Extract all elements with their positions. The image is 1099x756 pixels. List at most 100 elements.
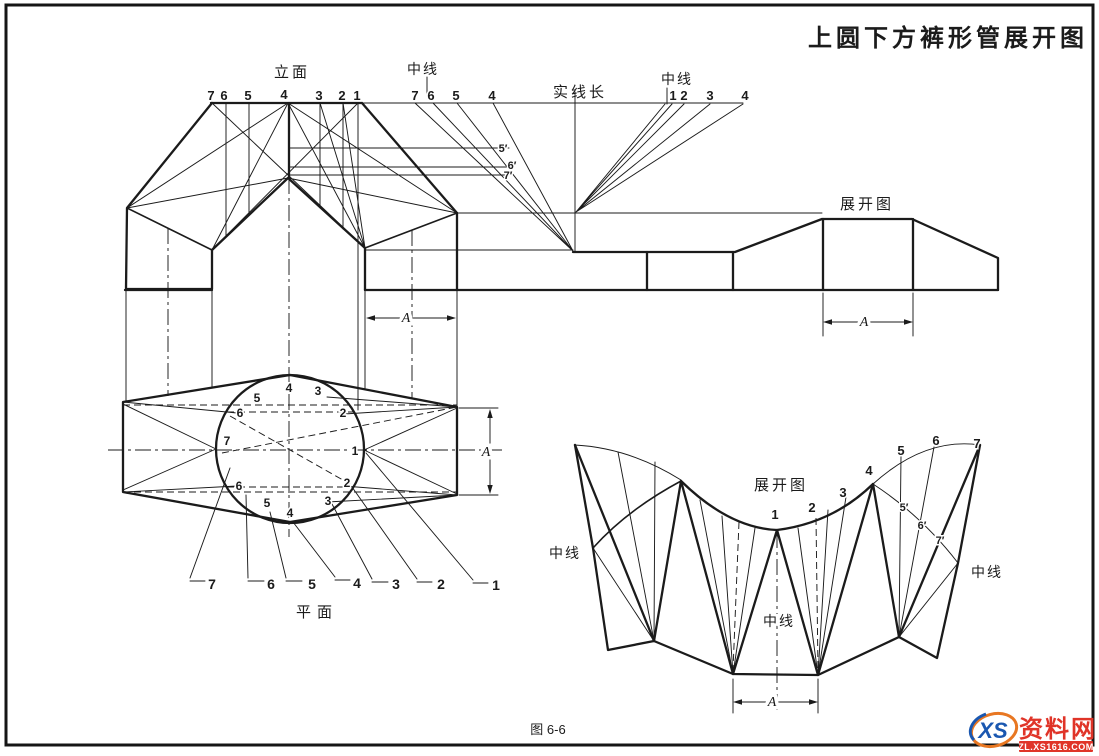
dim-ext-upper (822, 292, 914, 337)
plan-leader-4: 4 (353, 575, 361, 591)
elevation-label: 立面 (274, 64, 310, 81)
centerline-label-top-left: 中线 (407, 61, 439, 77)
true-length-lines-left (414, 102, 574, 252)
elev-point-3: 3 (315, 88, 322, 103)
lower-development-dashed (732, 517, 819, 671)
drawing-border (4, 3, 1095, 747)
dev-point-3: 3 (839, 485, 846, 500)
lower-development (573, 443, 982, 714)
true-length-diagram (361, 76, 823, 252)
plan-point-7: 7 (224, 434, 231, 448)
plan-leader-3: 3 (392, 576, 400, 592)
plan-leader-7: 7 (208, 576, 216, 592)
lower-development-right-arc (872, 483, 959, 564)
elev-point-7p: 7′ (504, 170, 513, 182)
elevation-transfer-horizontals (288, 147, 513, 176)
plan-point-2t: 2 (340, 406, 347, 420)
dim-arrows-elevation (366, 315, 456, 321)
watermark-url-bar (1019, 741, 1093, 752)
dim-arrows-upper (823, 319, 913, 325)
centerline-ticks (426, 76, 668, 105)
dev-point-7p: 7′ (936, 535, 945, 547)
tl-point-3r: 3 (706, 88, 713, 103)
elev-point-2: 2 (338, 88, 345, 103)
true-length-lines-right (575, 103, 744, 213)
text-labels: 上圆下方裤形管展开图 立面 中线 中线 实线长 展开图 展开图 平面 中线 中线… (206, 24, 1088, 737)
plan-leader-lines (189, 452, 489, 584)
plan-point-3t: 3 (315, 384, 322, 398)
plan-view (108, 373, 502, 584)
plan-leader-5: 5 (308, 576, 316, 592)
true-length-label: 实线长 (553, 84, 607, 101)
watermark-logo: XS 资料网 ZL.XS1616.COM (968, 711, 1095, 752)
upper-development-folds (645, 217, 915, 292)
elevation-right-leg-edges (363, 211, 459, 292)
development-label-upper: 展开图 (840, 196, 894, 213)
plan-leader-2: 2 (437, 576, 445, 592)
lower-development-outline (573, 443, 982, 677)
plan-outline (121, 373, 459, 524)
elev-point-4: 4 (280, 87, 288, 102)
tl-point-2r: 2 (680, 88, 687, 103)
tl-point-1r: 1 (669, 88, 676, 103)
xs-logo-text: XS (976, 718, 1008, 743)
figure-caption: 图 6-6 (530, 722, 565, 737)
centerline-label-dev-left: 中线 (549, 545, 581, 561)
elev-point-5p: 5′ (499, 143, 508, 155)
dim-line-plan (458, 407, 499, 496)
lower-development-triangulation (617, 446, 935, 676)
plan-point-5b: 5 (264, 496, 271, 510)
elevation-view (123, 101, 1000, 537)
plan-point-1: 1 (352, 444, 359, 458)
lower-development-outer-arcs (574, 443, 981, 485)
plan-hidden-lines (123, 404, 458, 493)
dim-letter-elevation: A (401, 311, 411, 326)
tl-point-4: 4 (488, 88, 496, 103)
dev-point-2: 2 (808, 500, 815, 515)
plan-point-4t: 4 (286, 381, 293, 395)
transfer-lines (364, 212, 823, 251)
dim-letter-lower-dev: A (767, 695, 777, 710)
dev-point-4: 4 (865, 463, 873, 478)
elev-point-1: 1 (353, 88, 360, 103)
plan-point-2b: 2 (344, 476, 351, 490)
plan-point-3b: 3 (325, 494, 332, 508)
elev-point-5: 5 (244, 88, 251, 103)
centerline-label-dev-center: 中线 (763, 613, 795, 629)
elevation-division-verticals (225, 102, 359, 411)
xs-logo-oval-blue-arc (968, 712, 987, 742)
dim-letter-upper-dev: A (859, 315, 869, 330)
centerline-label-top-right: 中线 (661, 71, 693, 87)
lower-development-fold-lines (592, 547, 959, 642)
plan-point-6t: 6 (237, 406, 244, 420)
elevation-shoulders (126, 207, 458, 251)
plan-point-5t: 5 (254, 391, 261, 405)
elev-point-6: 6 (220, 88, 227, 103)
plan-triangulation-lines (122, 396, 458, 503)
tl-point-6: 6 (427, 88, 434, 103)
dev-point-7: 7 (973, 436, 980, 451)
tl-point-7: 7 (411, 88, 418, 103)
lower-development-left-arc (592, 480, 682, 549)
elevation-centerlines (167, 178, 413, 537)
plan-label: 平面 (296, 604, 338, 621)
upper-development (571, 217, 1000, 337)
elevation-outline-right (209, 101, 459, 215)
projection-verticals (125, 288, 458, 408)
page-title: 上圆下方裤形管展开图 (808, 24, 1088, 52)
centerline-label-dev-right: 中线 (971, 564, 1003, 580)
dev-point-5: 5 (897, 443, 904, 458)
upper-development-outline (571, 217, 1000, 292)
plan-leader-1: 1 (492, 577, 500, 593)
dev-point-6p: 6′ (918, 520, 927, 532)
elevation-triangulation-lines (126, 102, 458, 251)
dev-point-6: 6 (932, 433, 939, 448)
development-label-lower: 展开图 (754, 477, 808, 494)
elevation-outline-left (124, 101, 214, 291)
dim-line-lower (732, 678, 819, 714)
dev-point-1: 1 (771, 507, 778, 522)
dim-arrows-plan (487, 409, 493, 494)
dev-point-5p: 5′ (900, 502, 909, 514)
